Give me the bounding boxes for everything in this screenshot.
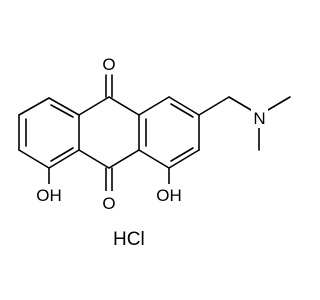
oxygen-label: O <box>102 55 115 74</box>
oxygen-label: O <box>102 194 115 213</box>
salt-label: HCl <box>113 229 145 250</box>
hydroxyl-label: OH <box>36 186 62 205</box>
atom-label-n: N <box>251 107 268 128</box>
chemical-structure: O O N OH OH HCl <box>18 52 291 250</box>
atom-label-oh-right: OH <box>153 184 185 206</box>
atom-label-oh-left: OH <box>33 184 65 206</box>
hydroxyl-label: OH <box>156 186 182 205</box>
nitrogen-label: N <box>253 109 265 128</box>
bond-lines <box>18 74 291 193</box>
atom-label-o-mid: O <box>100 191 118 213</box>
atom-label-o-top: O <box>100 52 118 74</box>
